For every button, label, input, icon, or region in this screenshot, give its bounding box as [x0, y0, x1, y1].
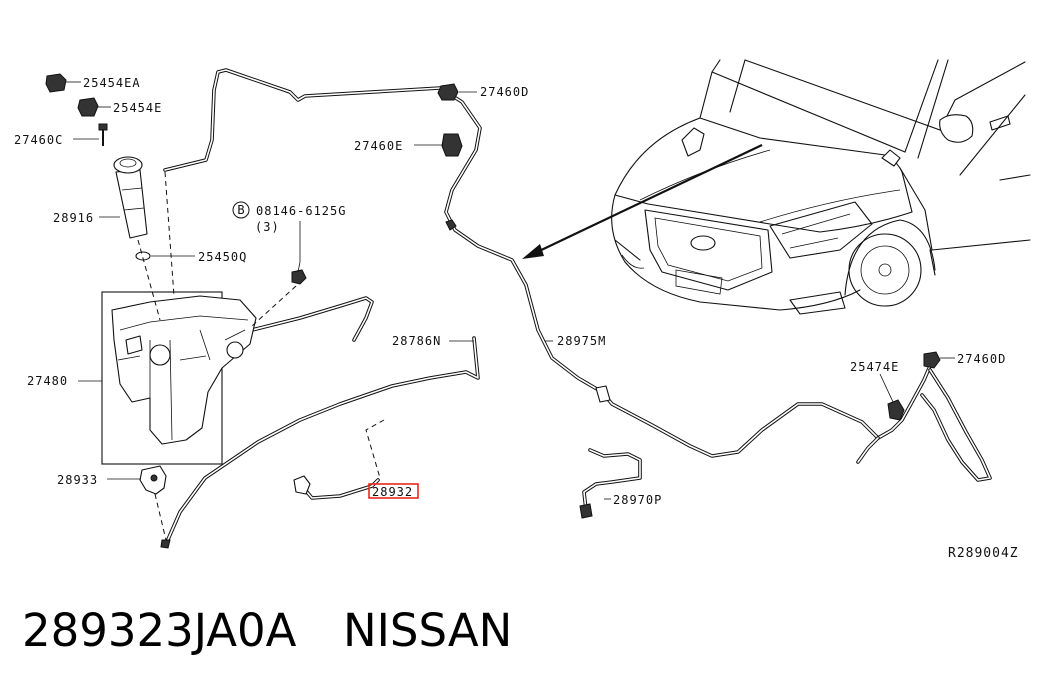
car-license-plate — [675, 269, 723, 295]
pump-28933-icon — [139, 465, 167, 495]
check-valve-25474E-icon — [887, 399, 905, 421]
car-foglight — [621, 254, 645, 269]
label-25454E: 25454E — [113, 101, 162, 115]
joint-28975M-icon — [595, 385, 611, 403]
car-headlight-inner — [781, 213, 851, 249]
label-27460D-top: 27460D — [480, 85, 529, 99]
connector-28970P-icon — [579, 503, 593, 519]
car-grille-frame — [644, 209, 773, 291]
label-27480: 27480 — [27, 374, 68, 388]
label-bolt-qty: (3) — [255, 220, 280, 234]
tank-assembly-frame — [101, 291, 223, 465]
car-side-body — [899, 167, 1031, 276]
clip-27460E-icon — [441, 133, 463, 157]
hose-28970P — [582, 448, 642, 512]
tank-pump-motor-icon — [149, 344, 171, 366]
car-wheel-arch — [844, 219, 936, 296]
tank-outlet-hose — [250, 296, 374, 342]
label-25474E: 25474E — [850, 360, 899, 374]
label-bolt-marker: B — [237, 203, 244, 217]
car-tire — [848, 233, 922, 307]
label-28786N: 28786N — [392, 334, 441, 348]
label-25450Q: 25450Q — [198, 250, 247, 264]
car-door-handle — [989, 115, 1011, 131]
filler-neck-28916 — [113, 156, 148, 239]
figure-code: R289004Z — [948, 546, 1019, 561]
location-arrow — [522, 144, 763, 259]
car-windshield-frame — [711, 59, 941, 153]
caption-part-number: 289323JA0A — [22, 604, 297, 657]
label-08146-6125G: 08146-6125G — [256, 204, 346, 218]
leader-lines — [66, 81, 955, 500]
clip-25454E-icon — [77, 97, 99, 117]
car-hood-crease — [639, 149, 901, 223]
nut-08146-icon — [291, 269, 307, 285]
dashed-reference-lines — [137, 171, 385, 541]
screw-27460C-icon — [98, 123, 108, 146]
main-hose-28975M — [163, 68, 932, 458]
label-28932-highlighted: 28932 — [372, 485, 413, 499]
hose-end-28786N-icon — [160, 539, 171, 549]
label-28933: 28933 — [57, 473, 98, 487]
car-front-bumper — [611, 194, 861, 315]
car-emblem — [690, 235, 716, 251]
caption-brand: NISSAN — [343, 604, 512, 657]
washer-tank-27480 — [111, 295, 257, 445]
nozzle-28932-icon — [293, 475, 311, 495]
nozzle-hose-28932 — [300, 478, 380, 500]
highlight-box — [368, 483, 419, 499]
car-hub — [878, 263, 892, 277]
car-headlight — [769, 201, 873, 259]
label-28975M: 28975M — [557, 334, 606, 348]
hose-28786N — [164, 336, 480, 546]
tank-outlet-icon — [125, 335, 143, 355]
car-grille-inner — [654, 217, 763, 282]
bolt-marker-circle — [232, 201, 250, 219]
clip-27460D-right-icon — [923, 351, 941, 369]
car-a-pillar — [699, 59, 746, 119]
clip-25454EA-icon — [45, 73, 67, 93]
washer-nozzle-hood-icon — [681, 127, 705, 157]
car-rim — [860, 245, 910, 295]
label-28970P: 28970P — [613, 493, 662, 507]
label-27460E: 27460E — [354, 139, 403, 153]
washer-nozzle-cowl-icon — [881, 149, 901, 167]
car-hood — [614, 117, 913, 233]
label-27460C: 27460C — [14, 133, 63, 147]
label-28916: 28916 — [53, 211, 94, 225]
clip-hose-icon — [445, 219, 457, 231]
car-door-pillars — [904, 59, 1026, 176]
label-27460D-right: 27460D — [957, 352, 1006, 366]
clip-27460D-top-icon — [437, 83, 459, 101]
label-25454EA: 25454EA — [83, 76, 141, 90]
tank-level-sensor-icon — [226, 341, 244, 359]
rear-branch-hose — [856, 368, 992, 482]
car-side-mirror — [939, 114, 974, 143]
